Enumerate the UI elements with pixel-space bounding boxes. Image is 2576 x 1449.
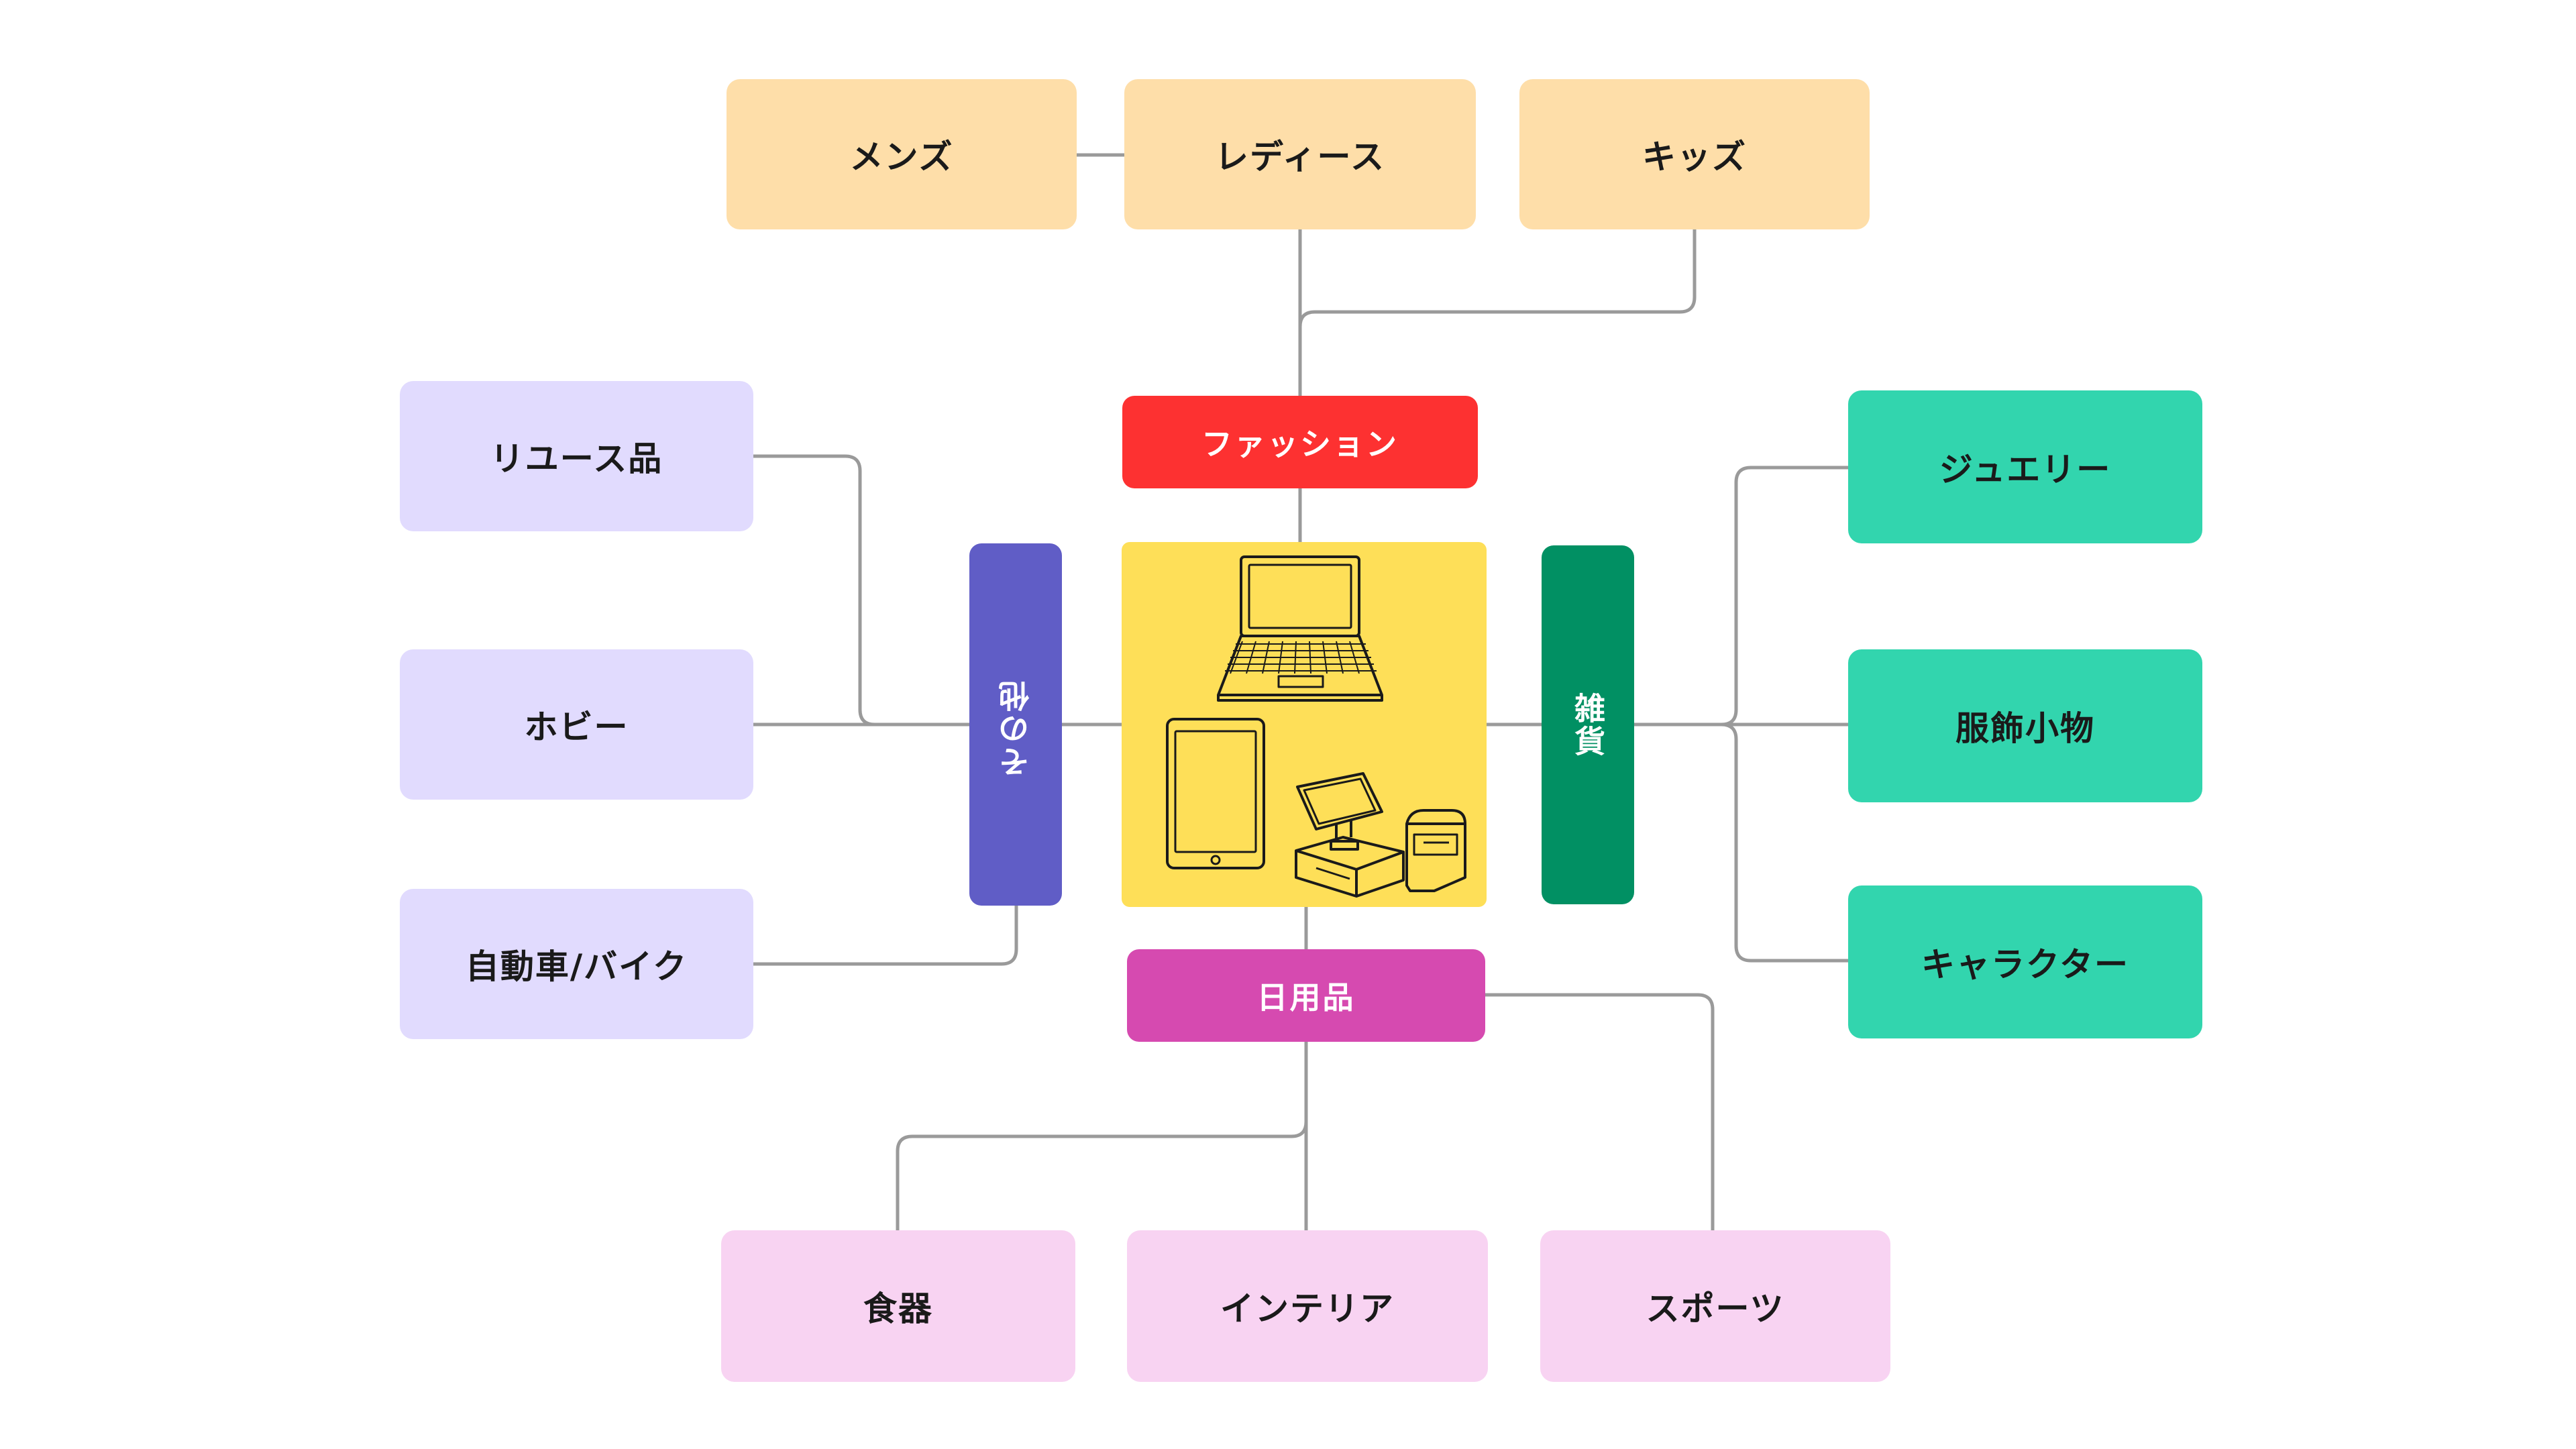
category-misc-label: 雑貨	[1570, 692, 1606, 758]
laptop-icon	[1217, 555, 1383, 702]
node-tableware: 食器	[721, 1230, 1075, 1382]
tablet-icon	[1166, 718, 1265, 869]
node-accessories-label: 服飾小物	[1955, 709, 2095, 748]
node-character: キャラクター	[1848, 885, 2202, 1038]
node-reuse-label: リユース品	[490, 439, 663, 478]
node-mens-label: メンズ	[849, 138, 954, 176]
connector-other-reuse	[753, 454, 969, 727]
connector-daily-sports	[1483, 993, 1715, 1230]
node-ladies: レディース	[1124, 79, 1476, 229]
category-fashion-label: ファッション	[1201, 426, 1399, 462]
node-tableware-label: 食器	[863, 1289, 933, 1328]
connector-misc-jewelry	[1634, 466, 1848, 727]
node-interior-label: インテリア	[1220, 1289, 1395, 1328]
node-jewelry-label: ジュエリー	[1939, 450, 2112, 489]
pos-register-icon	[1295, 772, 1466, 898]
category-other: その他	[969, 543, 1062, 906]
node-sports: スポーツ	[1540, 1230, 1890, 1382]
node-character-label: キャラクター	[1921, 945, 2129, 984]
node-sports-label: スポーツ	[1646, 1289, 1785, 1328]
node-kids-label: キッズ	[1642, 138, 1747, 176]
hub-devices	[1122, 542, 1487, 907]
connector-misc-character	[1634, 722, 1848, 963]
node-vehicle-label: 自動車/バイク	[465, 947, 688, 986]
connector-fashion-kids	[1298, 229, 1697, 327]
node-accessories: 服飾小物	[1848, 649, 2202, 802]
connector-other-vehicle	[753, 906, 1018, 966]
category-fashion: ファッション	[1122, 396, 1478, 488]
connector-daily-tableware	[896, 1039, 1308, 1230]
node-hobby-label: ホビー	[524, 708, 629, 747]
node-mens: メンズ	[727, 79, 1077, 229]
node-interior: インテリア	[1127, 1230, 1488, 1382]
category-misc: 雑貨	[1542, 545, 1634, 904]
node-vehicle: 自動車/バイク	[400, 889, 753, 1039]
category-other-label: その他	[998, 679, 1034, 777]
node-jewelry: ジュエリー	[1848, 390, 2202, 543]
node-reuse: リユース品	[400, 381, 753, 531]
node-kids: キッズ	[1519, 79, 1870, 229]
category-daily: 日用品	[1127, 949, 1485, 1042]
node-ladies-label: レディース	[1215, 138, 1385, 176]
category-daily-label: 日用品	[1256, 979, 1356, 1016]
node-hobby: ホビー	[400, 649, 753, 800]
